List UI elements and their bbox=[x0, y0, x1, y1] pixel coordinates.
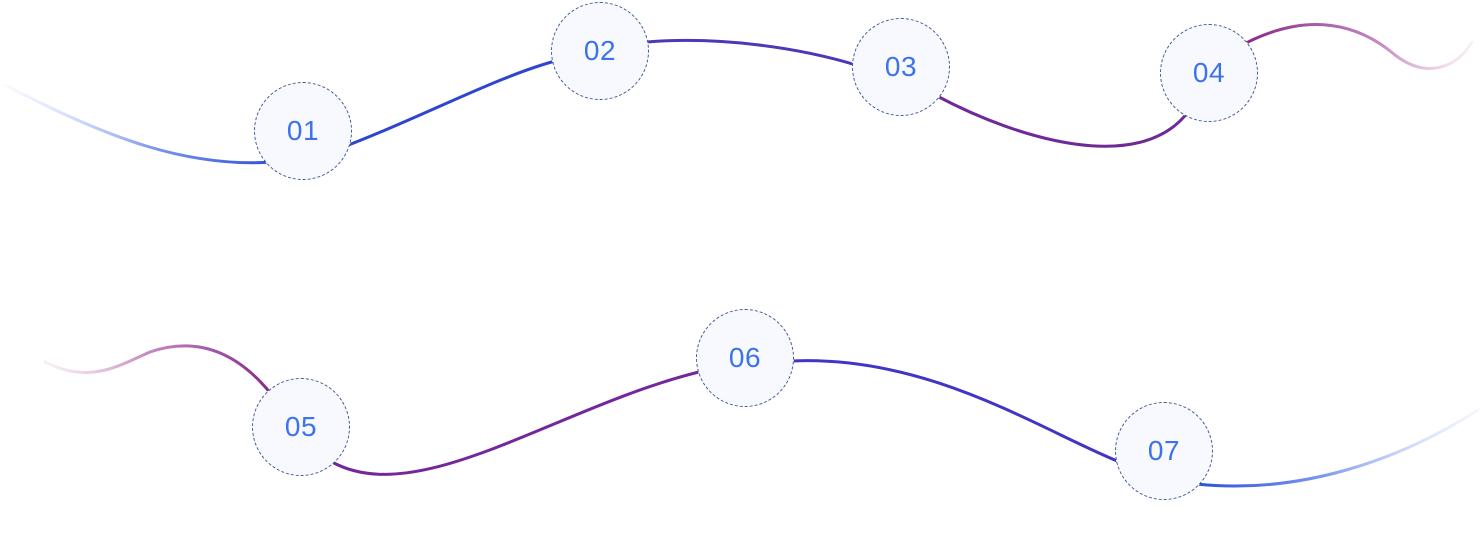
connector-02-to-03 bbox=[645, 38, 858, 67]
step-node-03[interactable]: 03 bbox=[852, 18, 950, 116]
connector-03-to-04 bbox=[935, 94, 1190, 148]
connector-06-to-07 bbox=[790, 359, 1124, 465]
connector-start-to-05 bbox=[43, 344, 274, 397]
step-label: 03 bbox=[884, 51, 918, 82]
step-node-02[interactable]: 02 bbox=[551, 2, 649, 100]
connector-05-to-06 bbox=[330, 369, 705, 476]
step-label: 04 bbox=[1192, 57, 1226, 88]
connector-01-to-02 bbox=[344, 58, 561, 148]
step-node-07[interactable]: 07 bbox=[1115, 402, 1213, 500]
step-node-06[interactable]: 06 bbox=[696, 309, 794, 407]
step-node-05[interactable]: 05 bbox=[252, 378, 350, 476]
connector-04-to-end bbox=[1242, 23, 1474, 70]
step-node-01[interactable]: 01 bbox=[254, 82, 352, 180]
step-label: 01 bbox=[286, 115, 320, 146]
connector-07-to-end bbox=[1194, 408, 1480, 488]
step-node-04[interactable]: 04 bbox=[1160, 24, 1258, 122]
step-label: 02 bbox=[583, 35, 617, 66]
connector-start-to-01 bbox=[3, 83, 276, 165]
step-label: 05 bbox=[284, 411, 318, 442]
step-label: 06 bbox=[728, 342, 762, 373]
step-label: 07 bbox=[1147, 435, 1181, 466]
